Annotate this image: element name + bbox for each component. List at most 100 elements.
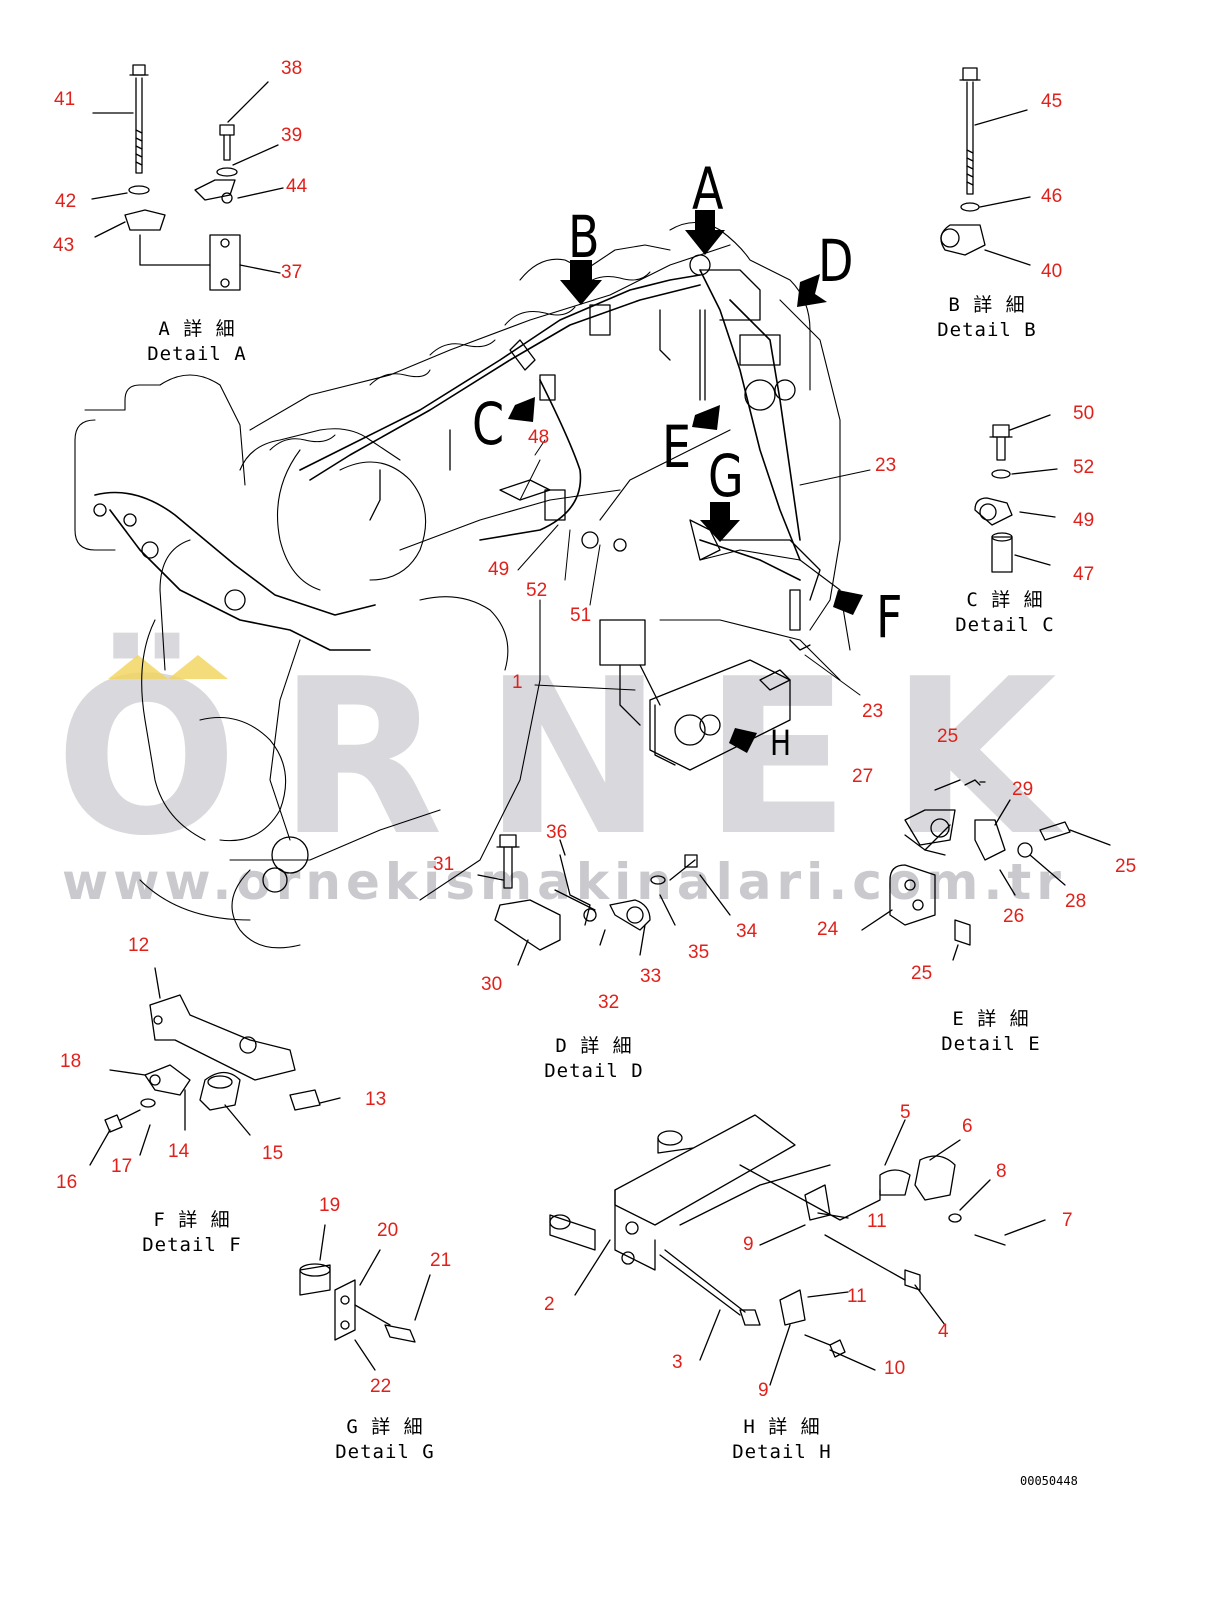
callout-4: 4 [938,1321,949,1342]
callout-36: 36 [546,822,568,843]
view-letter-f: F [876,583,903,651]
callout-9-upper: 9 [743,1234,754,1255]
callout-6: 6 [962,1116,973,1137]
view-letter-g: G [708,442,744,510]
drawing-number: 00050448 [1020,1474,1078,1488]
callout-32: 32 [598,992,620,1013]
detail-c-parts [974,414,1058,573]
callout-20: 20 [377,1220,399,1241]
callout-17: 17 [111,1156,133,1177]
callout-49-detail-c: 49 [1073,510,1095,531]
callout-35: 35 [688,942,710,963]
callout-14: 14 [168,1141,190,1162]
detail-h-title-en: Detail H [732,1440,832,1463]
detail-a-title: A 詳 細 Detail A [142,317,252,366]
callout-8: 8 [996,1161,1007,1182]
detail-b-parts [940,67,1031,266]
detail-c-title-jp: C 詳 細 [966,589,1044,611]
callout-3: 3 [672,1352,683,1373]
view-arrows [508,210,863,753]
callout-11-lower: 11 [847,1286,867,1307]
detail-f-title-en: Detail F [142,1233,242,1256]
callout-11-upper: 11 [867,1211,887,1232]
watermark-accent-right [168,655,228,679]
callout-39: 39 [281,125,303,146]
detail-d-title: D 詳 細 Detail D [539,1034,649,1083]
callout-28: 28 [1065,891,1087,912]
callout-22: 22 [370,1376,392,1397]
callout-19: 19 [319,1195,341,1216]
detail-c-title-en: Detail C [955,613,1055,636]
detail-h-title-jp: H 詳 細 [743,1416,821,1438]
detail-g-title: G 詳 細 Detail G [330,1415,440,1464]
callout-52-detail-c: 52 [1073,457,1095,478]
callout-2: 2 [544,1294,555,1315]
callout-38: 38 [281,58,303,79]
callout-29: 29 [1012,779,1034,800]
callout-44: 44 [286,176,308,197]
callout-49-main: 49 [488,559,510,580]
callout-33: 33 [640,966,662,987]
detail-a-parts [91,64,284,291]
wiring-harness [94,269,801,651]
callout-26: 26 [1003,906,1025,927]
callout-16: 16 [56,1172,78,1193]
callout-51: 51 [570,605,592,626]
callout-25-bottom: 25 [911,963,933,984]
callout-24: 24 [817,919,839,940]
callout-52-main: 52 [526,580,548,601]
main-leaders [517,439,871,696]
view-letter-d: D [818,227,854,295]
view-letter-h: H [770,722,792,764]
detail-g-title-en: Detail G [335,1440,435,1463]
detail-f-title: F 詳 細 Detail F [137,1208,247,1257]
detail-g-parts [299,1224,431,1371]
view-letter-a: A [692,155,724,223]
detail-d-title-jp: D 詳 細 [555,1035,633,1057]
callout-18: 18 [60,1051,82,1072]
detail-e-title-en: Detail E [941,1032,1041,1055]
engine-outline [74,221,851,949]
callout-45: 45 [1041,91,1063,112]
view-letter-e: E [662,413,692,481]
detail-e-parts [861,779,1111,961]
detail-b-title-en: Detail B [937,318,1037,341]
callout-48: 48 [528,427,550,448]
detail-h-title: H 詳 細 Detail H [727,1415,837,1464]
callout-41: 41 [54,89,76,110]
callout-12: 12 [128,935,150,956]
callout-10: 10 [884,1358,906,1379]
callout-31: 31 [433,854,455,875]
callout-37: 37 [281,262,303,283]
detail-a-title-en: Detail A [147,342,247,365]
detail-c-title: C 詳 細 Detail C [950,588,1060,637]
callout-27: 27 [852,766,874,787]
callout-25-right: 25 [1115,856,1137,877]
callout-23-upper: 23 [875,455,897,476]
cylinder-head-bumps [269,271,651,451]
callout-23-lower: 23 [862,701,884,722]
detail-b-title: B 詳 細 Detail B [932,293,1042,342]
detail-a-title-jp: A 詳 細 [158,318,236,340]
callout-43: 43 [53,235,75,256]
watermark-accent-left [108,655,168,679]
callout-50: 50 [1073,403,1095,424]
detail-f-parts [89,967,341,1166]
callout-47: 47 [1073,564,1095,585]
callout-9-lower: 9 [758,1380,769,1401]
view-letter-c: C [472,390,505,458]
callout-34: 34 [736,921,758,942]
callout-13: 13 [365,1089,387,1110]
callout-5: 5 [900,1102,911,1123]
callout-21: 21 [430,1250,452,1271]
callout-25-top: 25 [937,726,959,747]
detail-b-title-jp: B 詳 細 [948,294,1026,316]
detail-d-title-en: Detail D [544,1059,644,1082]
callout-46: 46 [1041,186,1063,207]
callout-7: 7 [1062,1210,1073,1231]
callout-40: 40 [1041,261,1063,282]
callout-30: 30 [481,974,503,995]
detail-h-parts [549,1114,1046,1386]
detail-f-title-jp: F 詳 細 [153,1209,231,1231]
